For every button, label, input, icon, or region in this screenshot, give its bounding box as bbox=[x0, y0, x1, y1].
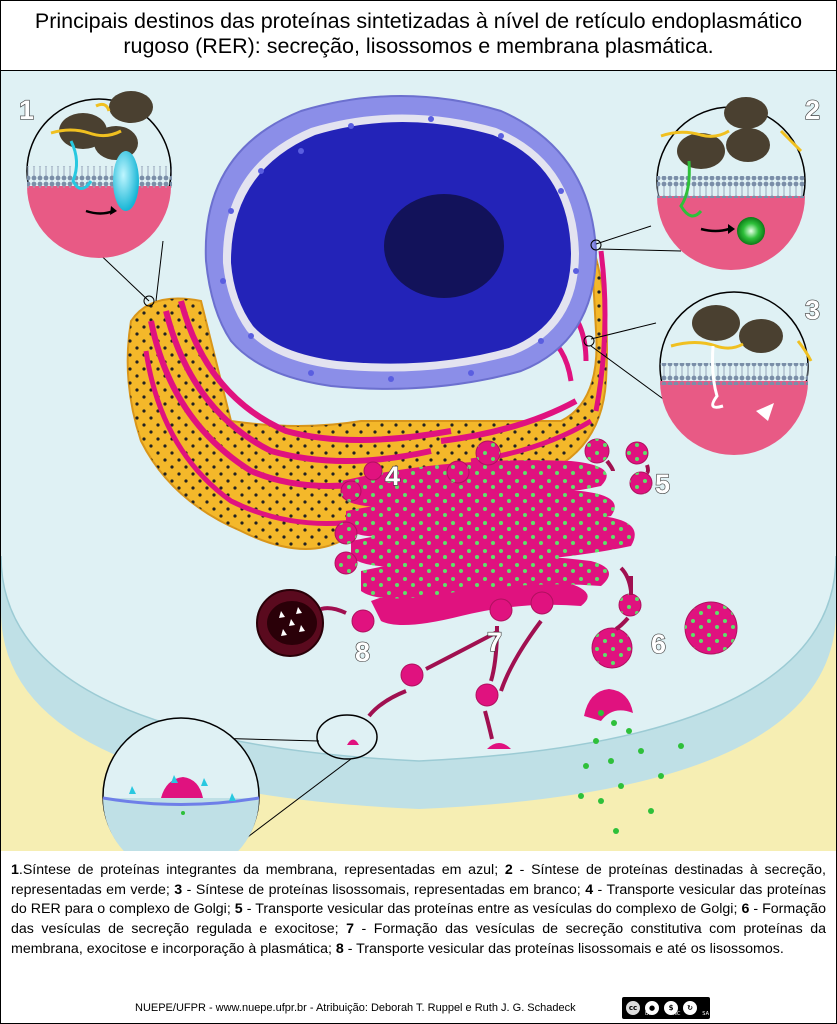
transport-arrows bbox=[320, 459, 650, 740]
step-number-8: 8 bbox=[355, 637, 370, 667]
caption-text-1: .Síntese de proteínas integrantes da mem… bbox=[18, 862, 505, 878]
caption-num-3: 3 bbox=[174, 881, 183, 898]
title-line-1: Principais destinos das proteínas sintet… bbox=[34, 9, 803, 33]
step-numbers: 1 2 3 4 5 6 7 8 bbox=[18, 94, 820, 667]
caption-text-2: - Síntese de proteínas destinadas à secr… bbox=[11, 862, 826, 898]
caption-text-4: - Transporte vesicular das proteínas do … bbox=[11, 881, 826, 918]
caption-num-5: 5 bbox=[234, 901, 243, 918]
nucleolus bbox=[384, 194, 504, 298]
secreted-proteins bbox=[578, 710, 684, 834]
figure-title: Principais destinos das proteínas sintet… bbox=[1, 1, 836, 71]
caption-num-6: 6 bbox=[741, 901, 750, 918]
caption-text-7: - Formação das vesículas de secreção con… bbox=[11, 921, 826, 957]
step-number-1: 1 bbox=[19, 95, 34, 125]
inset-1-membrane-protein-synthesis bbox=[26, 91, 172, 307]
lysosome bbox=[256, 589, 324, 657]
step-number-7: 7 bbox=[487, 627, 502, 657]
cc-label-sa: SA bbox=[702, 1011, 709, 1017]
caption-num-7: 7 bbox=[346, 921, 354, 938]
inset-2-secretory-protein-synthesis bbox=[590, 97, 806, 270]
credit-text: NUEPE/UFPR - www.nuepe.ufpr.br - Atribui… bbox=[135, 1002, 576, 1014]
golgi-complex bbox=[341, 460, 635, 625]
caption-num-4: 4 bbox=[585, 881, 594, 898]
title-line-2: rugoso (RER): secreção, lisossomos e mem… bbox=[123, 34, 714, 58]
step-number-2: 2 bbox=[805, 95, 820, 125]
figure-caption: 1.Síntese de proteínas integrantes da me… bbox=[11, 861, 826, 960]
step-number-4: 4 bbox=[385, 461, 400, 491]
cc-label-nc: NC bbox=[673, 1011, 681, 1017]
inset-3-lysosomal-protein-synthesis bbox=[583, 291, 813, 455]
caption-text-5: - Transporte vesicular das proteínas ent… bbox=[242, 901, 742, 918]
sa-share-icon: ↻ bbox=[682, 1000, 698, 1016]
caption-text-6: - Formação das vesículas de secreção reg… bbox=[11, 901, 826, 938]
nc-dollar-icon: $ bbox=[663, 1000, 679, 1016]
cell-diagram: 1 2 3 4 5 6 7 8 bbox=[1, 71, 836, 876]
step-number-5: 5 bbox=[655, 469, 670, 499]
by-person-icon: ● bbox=[644, 1000, 660, 1016]
cc-license-labels: BY NC SA bbox=[645, 1011, 709, 1017]
caption-num-1: 1 bbox=[11, 862, 19, 878]
cell-illustration: 1 2 3 4 5 6 7 8 bbox=[1, 71, 836, 876]
cc-icon: cc bbox=[625, 1000, 641, 1016]
caption-text-3: - Síntese de proteínas lisossomais, repr… bbox=[182, 881, 586, 898]
cc-license-badge[interactable]: cc ● $ ↻ bbox=[622, 997, 710, 1019]
step-number-3: 3 bbox=[805, 295, 820, 325]
nucleus bbox=[204, 95, 598, 390]
transport-vesicles bbox=[334, 438, 738, 749]
credit-line: NUEPE/UFPR - www.nuepe.ufpr.br - Atribui… bbox=[1, 997, 836, 1021]
caption-num-2: 2 bbox=[504, 862, 513, 878]
cc-label-by: BY bbox=[645, 1011, 652, 1017]
caption-num-8: 8 bbox=[335, 940, 344, 957]
caption-text-8: - Transporte vesicular das proteínas lis… bbox=[343, 940, 784, 957]
step-number-6: 6 bbox=[651, 629, 666, 659]
